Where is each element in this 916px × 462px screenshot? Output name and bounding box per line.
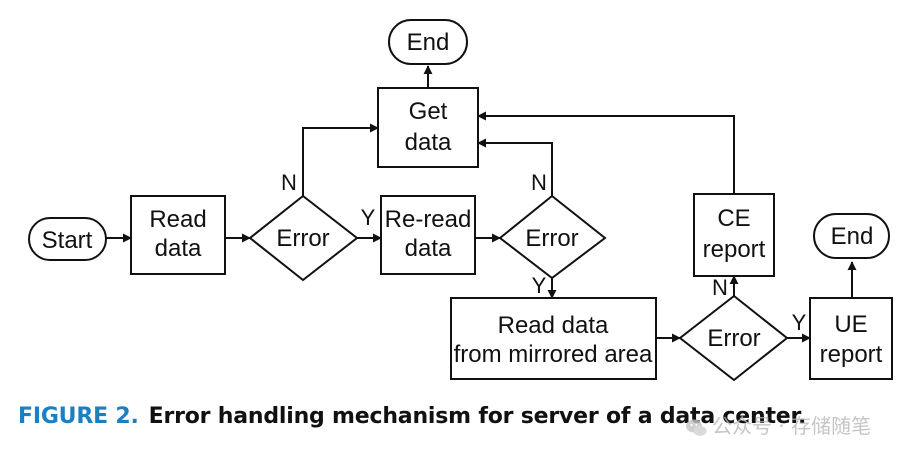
start-label: Start bbox=[42, 227, 93, 254]
get-data-box bbox=[377, 87, 479, 168]
branch-y1-label: Y bbox=[361, 205, 376, 230]
start-terminal bbox=[28, 217, 107, 261]
node-labels: Start Read data Error Get data End Re-re… bbox=[42, 29, 883, 368]
error2-decision bbox=[498, 194, 607, 280]
ue-report-label-1: UE bbox=[834, 311, 867, 338]
end-right-terminal bbox=[813, 213, 890, 259]
error2-label: Error bbox=[525, 225, 578, 252]
ce-report-box bbox=[693, 193, 775, 277]
watermark-text: 公众号 · 存储随笔 bbox=[712, 414, 872, 438]
connectors bbox=[106, 65, 857, 343]
figure-label: FIGURE 2. bbox=[18, 404, 139, 429]
reread-data-label-1: Re-read bbox=[385, 206, 472, 233]
edge-error2-n-to-get bbox=[477, 138, 553, 196]
branch-n2-label: N bbox=[531, 170, 547, 195]
error1-label: Error bbox=[276, 225, 329, 252]
reread-data-box bbox=[380, 195, 476, 275]
read-data-label-2: data bbox=[155, 235, 202, 262]
branch-y3-label: Y bbox=[792, 310, 807, 335]
get-data-label-2: data bbox=[405, 129, 452, 156]
ue-report-label-2: report bbox=[820, 341, 883, 368]
read-mirrored-label-2: from mirrored area bbox=[454, 341, 653, 368]
ce-report-label-1: CE bbox=[717, 205, 750, 232]
edge-ce-to-get bbox=[477, 111, 735, 194]
read-mirrored-box bbox=[450, 297, 657, 380]
get-data-label-1: Get bbox=[409, 98, 448, 125]
read-data-box bbox=[130, 195, 226, 275]
ue-report-box bbox=[809, 297, 893, 380]
edge-error1-n-to-get bbox=[302, 123, 379, 196]
watermark: 公众号 · 存储随笔 bbox=[684, 410, 871, 440]
error3-decision bbox=[678, 294, 789, 382]
end-right-label: End bbox=[831, 223, 874, 250]
error1-decision bbox=[248, 194, 359, 282]
branch-n1-label: N bbox=[281, 170, 297, 195]
wechat-icon bbox=[686, 419, 707, 436]
ce-report-label-2: report bbox=[703, 236, 766, 263]
end-top-label: End bbox=[407, 29, 450, 56]
reread-data-label-2: data bbox=[405, 235, 452, 262]
read-data-label-1: Read bbox=[149, 206, 206, 233]
end-top-terminal bbox=[388, 19, 468, 65]
branch-y2-label: Y bbox=[532, 273, 547, 298]
branch-labels: N Y N Y N Y bbox=[281, 170, 807, 335]
flowchart: Start Read data Error Get data End Re-re… bbox=[28, 19, 893, 382]
read-mirrored-label-1: Read data bbox=[498, 312, 609, 339]
error3-label: Error bbox=[707, 325, 760, 352]
branch-n3-label: N bbox=[712, 275, 728, 300]
